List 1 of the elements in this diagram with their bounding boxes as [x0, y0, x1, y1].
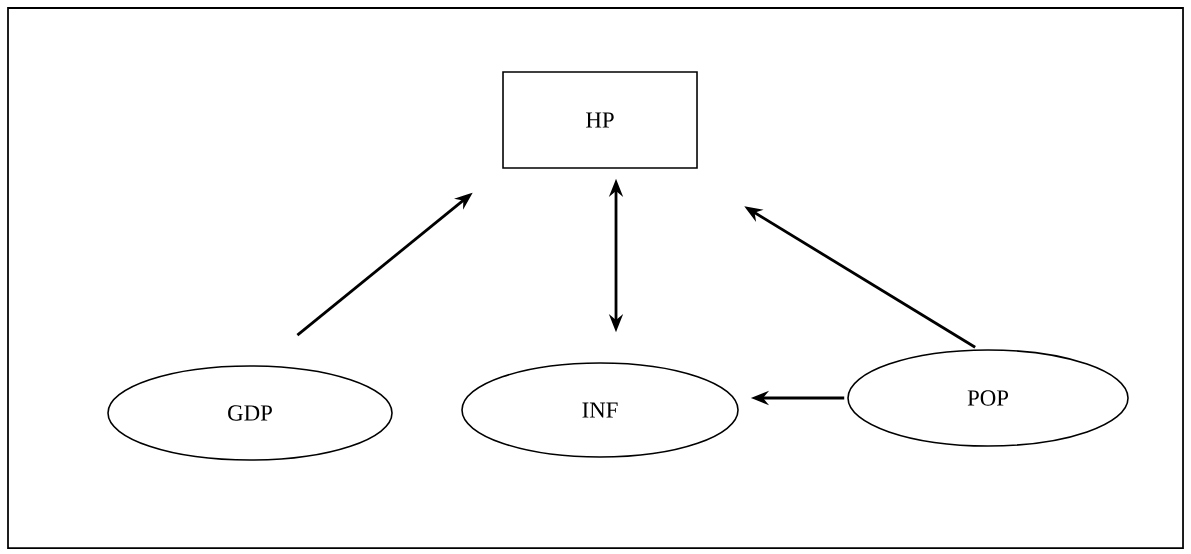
process-box: HP [502, 71, 698, 169]
